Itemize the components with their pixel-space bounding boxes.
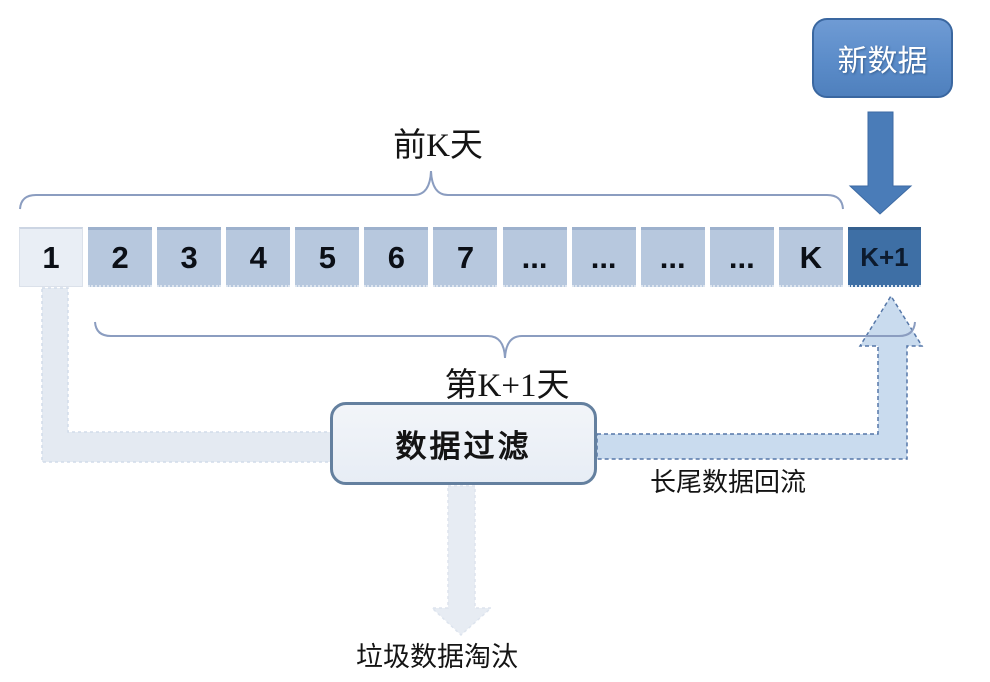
- long-tail-label: 长尾数据回流: [649, 468, 807, 497]
- bottom-brace-label: 第K+1天: [444, 368, 570, 404]
- day-cell-ellipsis-4: ...: [709, 227, 774, 287]
- top-brace: [19, 170, 844, 210]
- day-cell-k: K: [778, 227, 843, 287]
- day-cell-7: 7: [433, 227, 498, 287]
- new-data-box-label: 新数据: [837, 45, 928, 78]
- day-cell-3: 3: [157, 227, 222, 287]
- data-filter-box-label: 数据过滤: [395, 429, 532, 464]
- garbage-label: 垃圾数据淘汰: [356, 642, 518, 672]
- day-cell-ellipsis-1: ...: [502, 227, 567, 287]
- day-cell-ellipsis-2: ...: [571, 227, 636, 287]
- bottom-brace: [94, 321, 916, 359]
- new-data-box: 新数据: [812, 18, 953, 98]
- day-cell-2: 2: [88, 227, 153, 287]
- day-cell-ellipsis-3: ...: [640, 227, 705, 287]
- day-cell-5: 5: [295, 227, 360, 287]
- new-data-arrow: [848, 111, 913, 215]
- day-cell-1: 1: [19, 227, 83, 287]
- long-tail-return-band: [596, 294, 924, 460]
- top-brace-label: 前K天: [393, 128, 483, 164]
- discard-flow-band: [41, 287, 336, 463]
- garbage-arrow: [430, 485, 493, 637]
- day-cell-4: 4: [226, 227, 291, 287]
- day-cell-row: 1 2 3 4 5 6 7 ... ... ... ... K K+1: [19, 227, 921, 287]
- day-cell-k-plus-1: K+1: [847, 227, 921, 287]
- data-filter-box: 数据过滤: [330, 402, 597, 485]
- day-cell-6: 6: [364, 227, 429, 287]
